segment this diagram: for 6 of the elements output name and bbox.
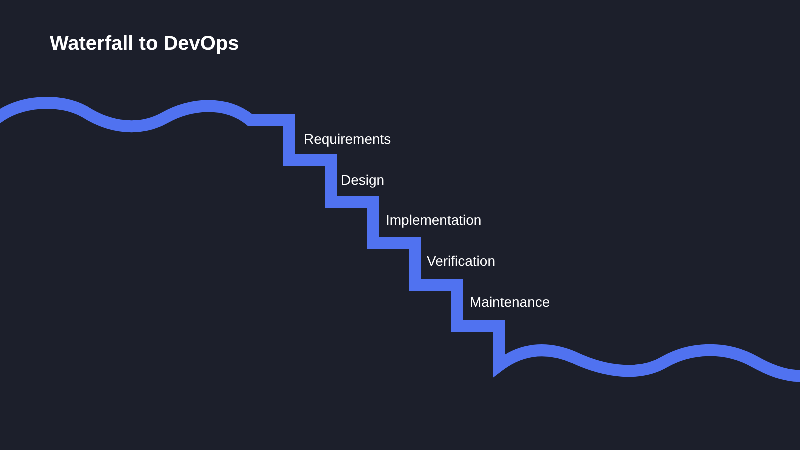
title: Waterfall to DevOps bbox=[50, 32, 240, 57]
step-label: Implementation bbox=[386, 211, 482, 230]
step-label: Requirements bbox=[304, 130, 392, 149]
step-label: Verification bbox=[427, 252, 496, 271]
step-label: Design bbox=[341, 171, 385, 190]
step-label: Maintenance bbox=[470, 293, 550, 312]
